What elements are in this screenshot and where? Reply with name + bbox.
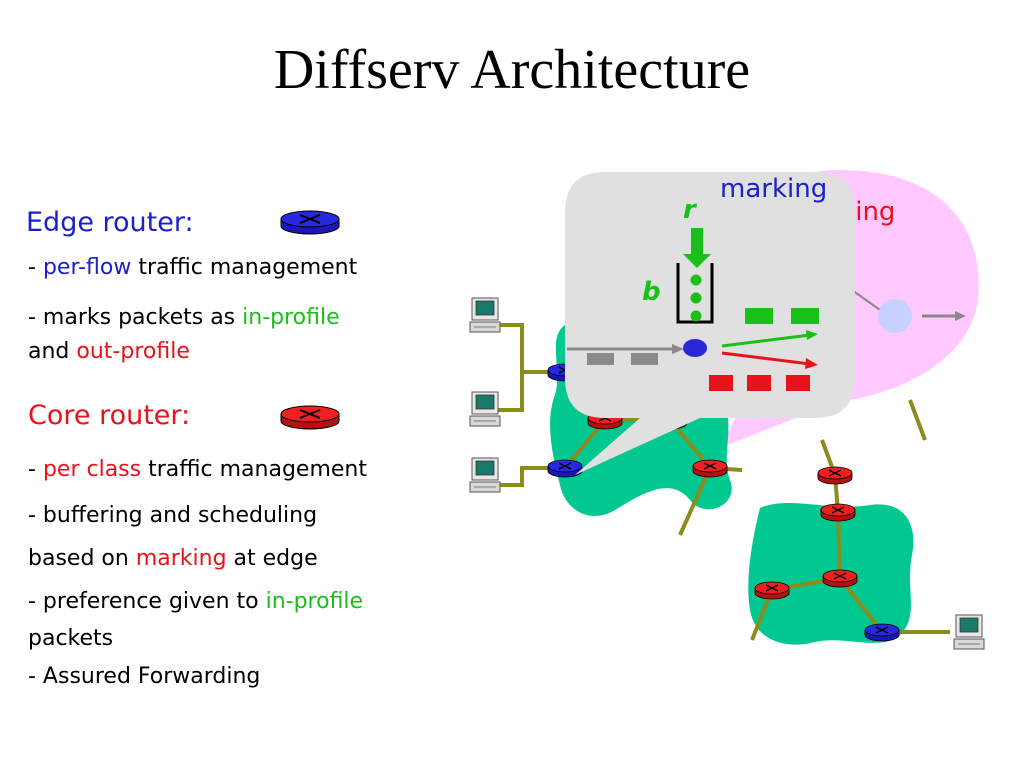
computer-icon (469, 297, 501, 333)
computer-icon (469, 391, 501, 427)
per-class-highlight: per class (42, 457, 142, 482)
edge-line-1-rest: traffic management (138, 255, 358, 280)
edge-line-1: - per-flow traffic management (28, 255, 357, 280)
out-profile-line (721, 351, 811, 366)
edge-router-heading: Edge router: (26, 207, 194, 238)
out-profile-packet (709, 375, 733, 391)
out-profile-packet (747, 375, 771, 391)
r-label: r (683, 195, 698, 225)
core-router-icon (817, 466, 853, 485)
token-dot (690, 310, 702, 322)
in-profile-highlight: in-profile (242, 305, 340, 330)
core-router-icon (820, 503, 856, 522)
marker-node (683, 339, 707, 357)
token-arrow-icon (683, 254, 711, 268)
edge-line-3-start: and (28, 339, 70, 364)
dash: - (28, 457, 36, 482)
core-line-1: - per class traffic management (28, 457, 367, 482)
slide-title: Diffserv Architecture (273, 39, 751, 101)
arrow-head-icon (955, 311, 966, 321)
arrow-head-icon (805, 358, 818, 369)
out-profile-packet (786, 375, 810, 391)
token-arrow-shaft (691, 228, 703, 256)
token-bucket (676, 263, 714, 324)
core-line-5: packets (28, 626, 114, 651)
edge-router-icon (547, 459, 583, 478)
edge-line-2: - marks packets as in-profile (28, 305, 340, 330)
core-line-2: - buffering and scheduling (28, 503, 318, 528)
computer-icon (953, 614, 985, 650)
out-profile-highlight: out-profile (76, 339, 190, 364)
core-line-3: based on marking at edge (28, 546, 318, 571)
token-dot (690, 274, 702, 286)
incoming-packet (587, 353, 614, 365)
core-router-icon (822, 569, 858, 588)
in-profile-packet (791, 308, 819, 324)
in-profile-line (721, 333, 811, 348)
edge-line-3: and out-profile (28, 339, 190, 364)
per-flow-highlight: per-flow (42, 255, 132, 280)
in-profile-packet (745, 308, 773, 324)
edge-line-2-start: - marks packets as (28, 305, 236, 330)
in-profile-highlight-2: in-profile (265, 589, 364, 614)
b-label: b (642, 277, 661, 307)
arrow-head-icon (806, 330, 818, 340)
core-line-1-rest: traffic management (148, 457, 367, 482)
core-line-3-start: based on (28, 546, 129, 571)
core-line-3-rest: at edge (233, 546, 318, 571)
core-router-icon (692, 459, 728, 478)
marking-highlight: marking (135, 546, 227, 571)
scheduling-label: ling (848, 197, 895, 227)
marking-label: marking (720, 174, 827, 204)
core-router-icon (754, 581, 790, 600)
edge-router-icon (864, 623, 900, 642)
core-router-heading: Core router: (28, 400, 191, 431)
scheduler-node (878, 299, 912, 333)
core-line-4: - preference given to in-profile (28, 589, 363, 614)
core-line-4-start: - preference given to (28, 589, 259, 614)
arrow-head-icon (672, 344, 684, 354)
core-router-icon (280, 405, 340, 430)
edge-router-icon (280, 210, 340, 235)
token-dot (690, 292, 702, 304)
incoming-packet (631, 353, 658, 365)
computer-icon (469, 457, 501, 493)
core-line-6: - Assured Forwarding (28, 664, 261, 689)
dash: - (28, 255, 36, 280)
